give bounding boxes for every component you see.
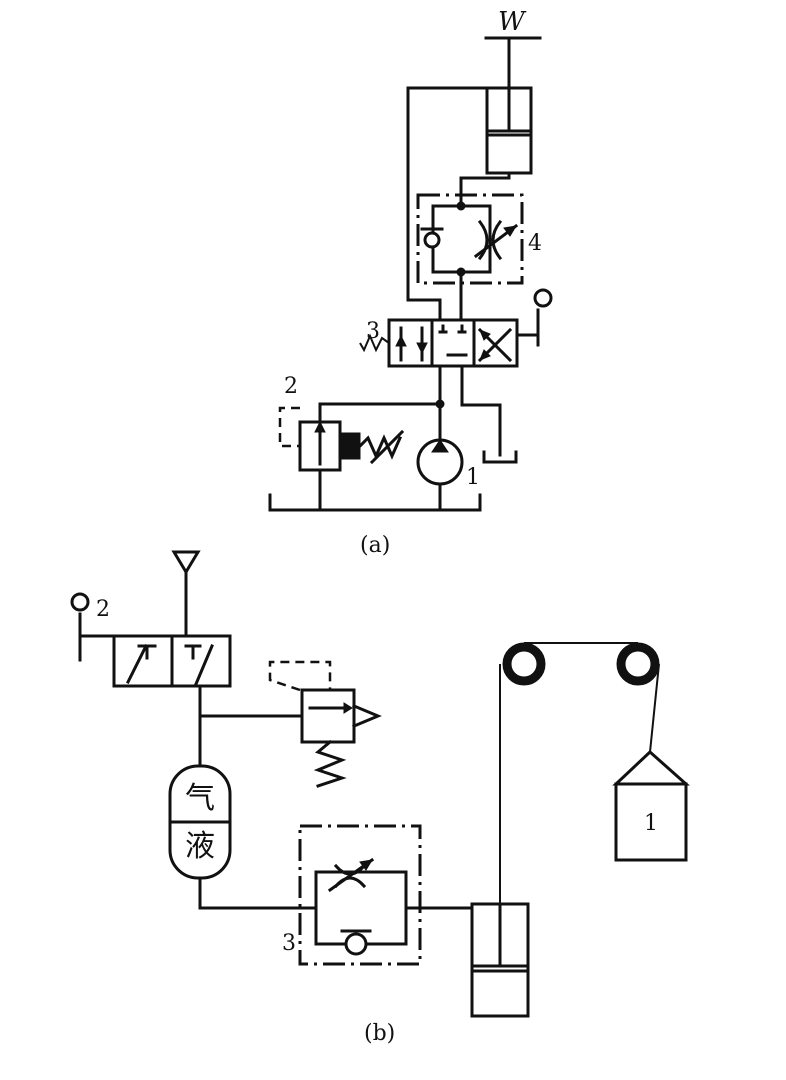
air-source-icon <box>171 550 201 575</box>
valve-b2-label: 2 <box>96 597 110 622</box>
throttle-check-valve-3: 3 <box>282 824 422 966</box>
cylinder-a <box>485 86 533 175</box>
relief-valve-2: 2 <box>278 374 405 472</box>
accumulator-gas-label: 气 <box>185 781 215 816</box>
line-cylinder-bottom <box>459 171 511 207</box>
valve-b3-label: 3 <box>282 931 296 956</box>
tank-a <box>268 493 482 512</box>
diagram-b: 2 气 液 3 <box>70 550 690 1046</box>
weight-label: 1 <box>644 811 658 836</box>
relief-valve-b <box>268 660 382 788</box>
cylinder-b <box>470 902 530 1018</box>
load-label: W <box>498 7 527 37</box>
line-to-relief <box>318 402 442 424</box>
line-cylinder-top <box>406 86 489 322</box>
tank-a-right <box>482 450 518 464</box>
line-valve3-to-tank <box>460 364 502 457</box>
diagram-a: W 4 <box>268 7 553 558</box>
valve-3-label: 3 <box>366 319 380 344</box>
caption-a: (a) <box>360 533 390 558</box>
weight-1: 1 <box>612 749 690 862</box>
caption-b: (b) <box>364 1021 395 1046</box>
accumulator: 气 液 <box>168 764 232 880</box>
throttle-check-valve-4: 4 <box>416 193 542 285</box>
load-w: W <box>484 7 542 90</box>
line-accumulator-to-valve3 <box>198 876 318 910</box>
pulley-system <box>499 642 660 904</box>
pump-label: 1 <box>466 465 480 490</box>
valve-2-label: 2 <box>284 374 298 399</box>
pump-1: 1 <box>416 438 480 490</box>
directional-valve-3: 3 <box>359 288 553 368</box>
accumulator-liquid-label: 液 <box>185 829 215 864</box>
directional-valve-2: 2 <box>70 592 232 688</box>
valve-4-label: 4 <box>528 231 542 256</box>
